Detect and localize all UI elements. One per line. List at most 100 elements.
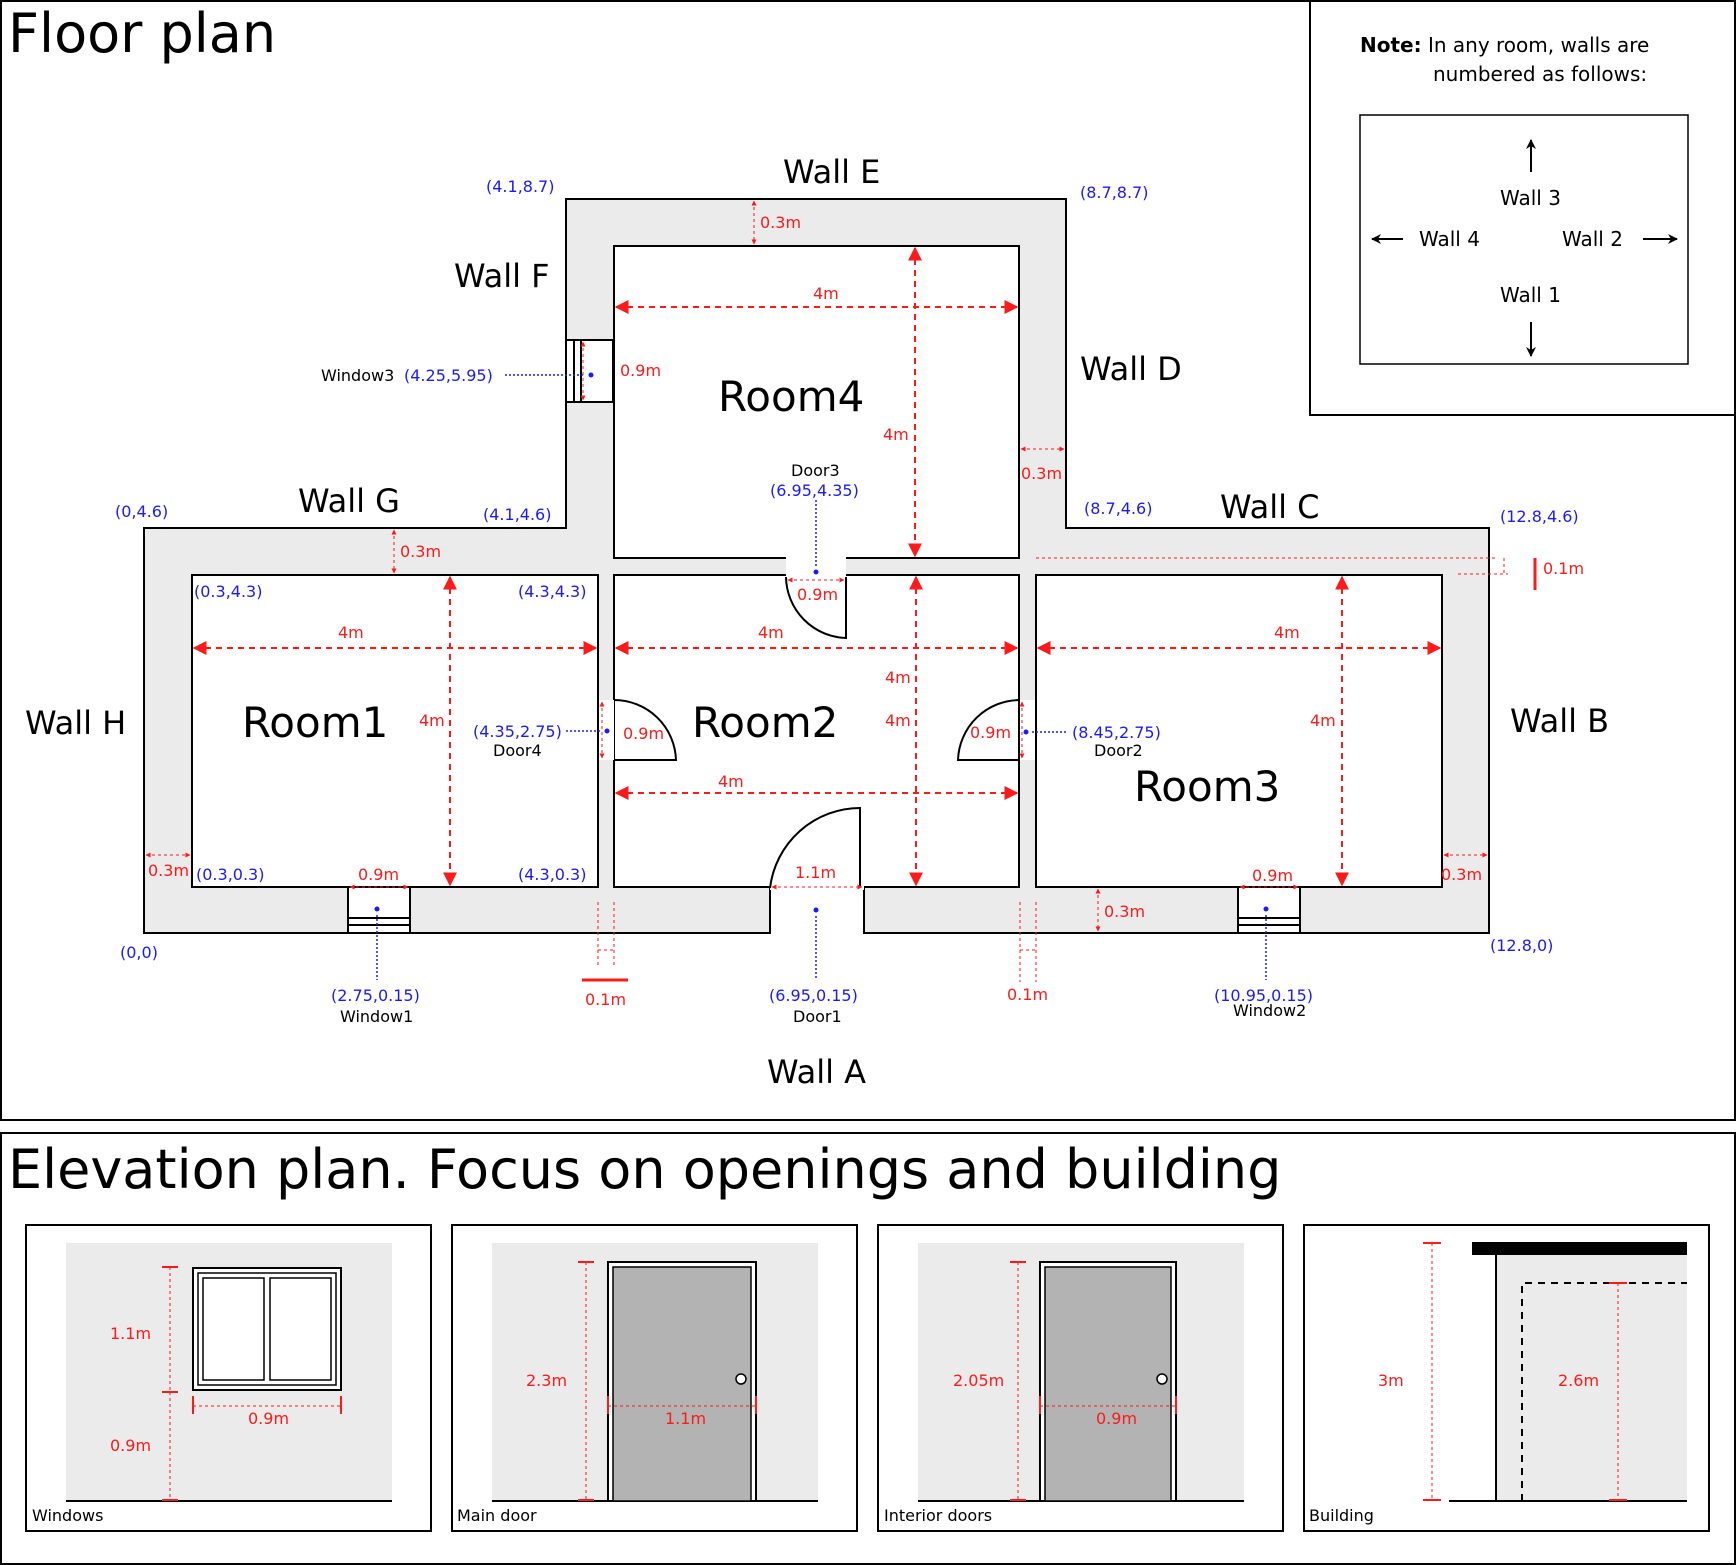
note-box: Note: In any room, walls are numbered as… <box>1309 1 1735 416</box>
svg-text:4m: 4m <box>419 711 445 730</box>
window2-label: Window2 <box>1233 1001 1306 1020</box>
svg-text:4m: 4m <box>338 623 364 642</box>
panel-main-door-label: Main door <box>457 1506 537 1525</box>
interior-door-elevation <box>1039 1261 1177 1502</box>
svg-text:0.9m: 0.9m <box>248 1409 289 1428</box>
note-bold: Note: <box>1360 33 1422 57</box>
dim-room1-height: 4m <box>419 575 457 887</box>
window-elevation <box>192 1267 342 1391</box>
floor-plan-title: Floor plan <box>8 2 276 65</box>
note-wall3: Wall 3 <box>1500 186 1561 210</box>
window3-label: Window3 <box>321 366 394 385</box>
door4-coord: (4.35,2.75) <box>473 722 562 741</box>
svg-text:1.1m: 1.1m <box>795 863 836 882</box>
note-wall2: Wall 2 <box>1562 227 1623 251</box>
svg-text:1.1m: 1.1m <box>665 1409 706 1428</box>
dim-wall-g-thickness: 0.3m <box>391 529 441 574</box>
room3-label: Room3 <box>1134 762 1280 811</box>
svg-text:2.3m: 2.3m <box>526 1371 567 1390</box>
dim-room2-width-bottom: 4m <box>614 772 1019 800</box>
coord-4-1-8-7: (4.1,8.7) <box>486 177 554 196</box>
wall-b-label: Wall B <box>1510 702 1609 740</box>
window1-marker: (2.75,0.15) Window1 <box>331 906 420 1026</box>
coord-4-3-4-3: (4.3,4.3) <box>518 582 586 601</box>
note-room-diagram <box>1359 114 1689 365</box>
dim-partition-right-thickness: 0.1m <box>1007 902 1048 1004</box>
dim-building-height: 3m <box>1378 1242 1441 1501</box>
dim-wall-a-thickness: 0.3m <box>1095 888 1145 932</box>
room2-floor <box>613 574 1020 888</box>
svg-text:0.3m: 0.3m <box>148 861 189 880</box>
panel-main-door: 2.3m 1.1m Main door <box>451 1224 858 1532</box>
svg-text:0.1m: 0.1m <box>1007 985 1048 1004</box>
panel-windows-label: Windows <box>32 1506 103 1525</box>
dim-wall-e-thickness: 0.3m <box>751 200 801 245</box>
door3-marker: Door3 (6.95,4.35) <box>770 461 859 575</box>
dim-partition-left-thickness: 0.1m <box>582 902 628 1009</box>
door-knob-icon <box>1156 1373 1168 1385</box>
panel-interior-doors: 2.05m 0.9m Interior doors <box>877 1224 1284 1532</box>
door4-swing <box>613 699 678 761</box>
dim-window1-width: 0.9m <box>349 865 409 890</box>
note-wall1: Wall 1 <box>1500 283 1561 307</box>
dim-ceiling-height: 2.6m <box>1558 1282 1627 1501</box>
svg-text:3m: 3m <box>1378 1371 1404 1390</box>
svg-text:0.1m: 0.1m <box>1543 559 1584 578</box>
dim-interior-door-height: 2.05m <box>953 1261 1026 1501</box>
room1-floor <box>191 574 599 888</box>
door3-swing <box>785 576 847 640</box>
svg-text:0.9m: 0.9m <box>1252 866 1293 885</box>
dim-door1-width: 1.1m <box>771 863 863 890</box>
svg-text:0.3m: 0.3m <box>1441 865 1482 884</box>
door2-label: Door2 <box>1094 741 1143 760</box>
dim-main-door-height: 2.3m <box>526 1261 594 1501</box>
svg-text:4m: 4m <box>885 668 911 687</box>
svg-text:4m: 4m <box>758 623 784 642</box>
door2-swing <box>956 699 1021 761</box>
svg-text:4m: 4m <box>1274 623 1300 642</box>
dim-room2-width-top: 4m <box>614 623 1019 655</box>
svg-text:0.9m: 0.9m <box>797 585 838 604</box>
roof-slab <box>1472 1242 1687 1255</box>
wall-c-label: Wall C <box>1220 488 1320 526</box>
dim-room3-height: 4m <box>1310 575 1349 887</box>
svg-text:0.3m: 0.3m <box>1021 464 1062 483</box>
dim-room4-width: 4m <box>614 284 1019 314</box>
dim-door2-width: 0.9m <box>970 701 1025 759</box>
elevation-frame <box>0 1132 1736 1565</box>
dim-wall-d-thickness: 0.3m <box>1020 446 1065 483</box>
svg-text:4m: 4m <box>883 425 909 444</box>
wall-f-label: Wall F <box>454 257 550 295</box>
room1-label: Room1 <box>242 698 388 747</box>
coord-0-3-0-3: (0.3,0.3) <box>196 865 264 884</box>
dim-window-width: 0.9m <box>192 1396 342 1428</box>
note-line2: numbered as follows: <box>1433 62 1647 86</box>
svg-text:1.1m: 1.1m <box>110 1324 151 1343</box>
svg-text:0.3m: 0.3m <box>400 542 441 561</box>
dim-window-height: 1.1m <box>110 1266 178 1393</box>
svg-text:0.9m: 0.9m <box>620 361 661 380</box>
dim-room2-height: 4m 4m <box>885 575 923 887</box>
panel-windows: 1.1m 0.9m 0.9m Windows <box>25 1224 432 1532</box>
main-door-elevation <box>607 1261 757 1502</box>
wall-h-label: Wall H <box>25 704 126 742</box>
coord-8-7-8-7: (8.7,8.7) <box>1080 183 1148 202</box>
coord-0-3-4-3: (0.3,4.3) <box>194 582 262 601</box>
svg-text:0.3m: 0.3m <box>760 213 801 232</box>
room4-label: Room4 <box>718 372 864 421</box>
door1-swing <box>769 806 861 889</box>
coord-12-8-4-6: (12.8,4.6) <box>1500 507 1579 526</box>
door4-marker: (4.35,2.75) Door4 <box>473 722 610 760</box>
coord-12-8-0: (12.8,0) <box>1490 936 1553 955</box>
window2-symbol <box>1237 886 1301 934</box>
panel-building-label: Building <box>1309 1506 1374 1525</box>
dim-room1-width: 4m <box>192 623 598 655</box>
svg-text:4m: 4m <box>718 772 744 791</box>
window1-label: Window1 <box>340 1007 413 1026</box>
wall-a-label: Wall A <box>767 1053 866 1091</box>
dim-window-sill: 0.9m <box>110 1392 178 1501</box>
ceiling-line <box>1521 1282 1687 1501</box>
door3-label: Door3 <box>791 461 840 480</box>
